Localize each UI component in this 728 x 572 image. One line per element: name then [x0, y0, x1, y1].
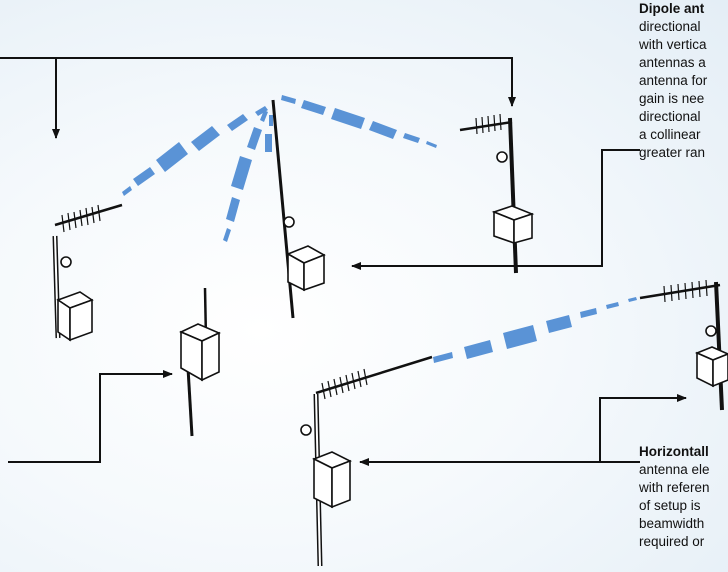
dipole-caption-line: directional [639, 19, 701, 34]
dipole-caption-line: with vertica [639, 37, 707, 52]
dipole-caption-line: a collinear [639, 127, 701, 142]
far-right-connector-ring [705, 325, 717, 337]
hub-connector-ring [283, 216, 295, 228]
horizontal-caption-line: of setup is [639, 498, 701, 513]
dipole-antenna-caption: Dipole ant directional with vertica ante… [639, 0, 707, 162]
lower-yagi-station [300, 355, 433, 567]
right-mast [508, 117, 518, 274]
left-yagi-elements [61, 204, 101, 233]
left-equipment-box [56, 291, 94, 342]
left-yagi-station [52, 203, 123, 342]
callout-arrows [0, 57, 687, 466]
lower-yagi-connector-ring [300, 424, 312, 436]
callout-arrow-lower-left [8, 370, 173, 463]
horizontal-caption-line: antenna ele [639, 462, 710, 477]
dipole-caption-line: gain is nee [639, 91, 705, 106]
radio-beams [122, 95, 637, 363]
right-yagi-boom [459, 120, 513, 132]
horizontal-caption-heading: Horizontall [639, 444, 709, 459]
far-right-equipment-box [694, 346, 728, 388]
lower-yagi-elements [321, 368, 368, 400]
lower-mast-station [179, 287, 221, 437]
dipole-caption-line: antennas a [639, 55, 706, 70]
horizontal-caption-line: beamwidth [639, 516, 705, 531]
lower-yagi-equipment-box [312, 451, 352, 509]
center-hub-station [271, 99, 326, 319]
dipole-caption-line: greater ran [639, 145, 706, 160]
far-right-yagi-boom [639, 283, 721, 300]
beam-hub-to-center-mast [265, 115, 273, 152]
right-equipment-box [491, 205, 535, 245]
far-right-mast [714, 281, 724, 411]
far-right-yagi-elements [663, 279, 708, 303]
right-yagi-station [459, 113, 535, 274]
lower-yagi-boom [315, 355, 433, 395]
far-right-yagi-station [639, 279, 728, 411]
horizontal-caption-line: with referen [639, 480, 710, 495]
dipole-caption-line: directional [639, 109, 701, 124]
callout-arrow-top-right [56, 57, 516, 107]
horizontal-antenna-caption: Horizontall antenna ele with referen of … [639, 443, 710, 551]
dipole-caption-heading: Dipole ant [639, 1, 705, 16]
beam-hub-to-left-antenna [122, 106, 268, 196]
beam-hub-to-lower-mast [223, 110, 268, 242]
lower-equipment-box [179, 323, 221, 382]
callout-arrow-dipole-to-center [351, 149, 640, 270]
hub-equipment-box [286, 245, 326, 292]
left-connector-ring [60, 256, 72, 268]
beam-lower-to-right-antenna [433, 297, 637, 363]
left-yagi-boom [54, 203, 123, 227]
hub-mast [271, 99, 295, 319]
horizontal-caption-line: required or [639, 534, 705, 549]
right-connector-ring [496, 151, 508, 163]
right-yagi-elements [475, 113, 502, 135]
callout-arrow-horizontal-to-right [599, 394, 687, 462]
beam-hub-to-right-antenna [281, 95, 437, 148]
callout-arrow-top-left [0, 57, 60, 139]
dipole-caption-line: antenna for [639, 73, 708, 88]
